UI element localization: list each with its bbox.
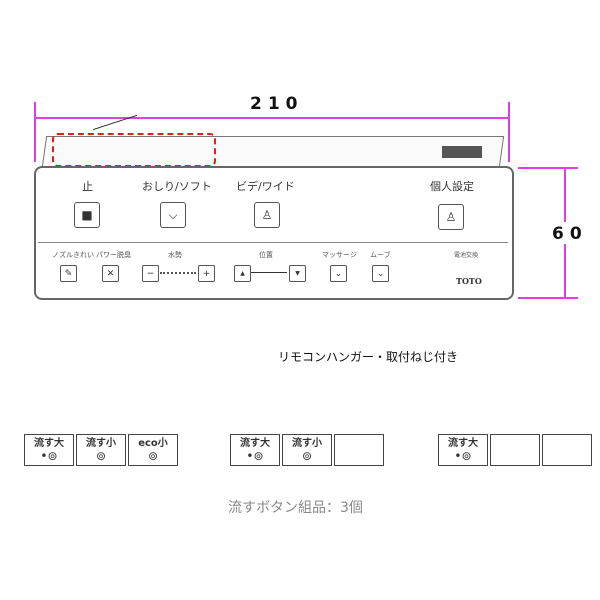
width-ext-right bbox=[508, 102, 510, 162]
battery-window bbox=[442, 146, 482, 158]
massage-label: マッサージ bbox=[322, 251, 357, 259]
massage-icon: ⌄ bbox=[334, 268, 343, 279]
nozzle-label: ノズルきれい bbox=[52, 251, 94, 259]
massage-button[interactable]: ⌄ bbox=[330, 265, 347, 282]
nozzle-clean-button[interactable]: ✎ bbox=[60, 265, 77, 282]
swirl-icon: ⊚ bbox=[95, 449, 107, 463]
flush-button-blank bbox=[542, 434, 592, 466]
stop-button[interactable]: ■ bbox=[74, 202, 100, 228]
position-up-button[interactable]: ▲ bbox=[234, 265, 251, 282]
flush-button-highlight bbox=[52, 133, 216, 167]
panel-divider bbox=[38, 242, 508, 243]
spray-icon: ⌵ bbox=[168, 207, 178, 222]
battery-label: 電池交換 bbox=[454, 252, 479, 259]
flush-set-2: 流す大•⊚ 流す小⊚ bbox=[230, 434, 384, 466]
move-label: ムーブ bbox=[370, 251, 391, 259]
hanger-note: リモコンハンガー・取付ねじ付き bbox=[278, 350, 459, 364]
flush-set-1: 流す大•⊚ 流す小⊚ eco小⊚ bbox=[24, 434, 178, 466]
flush-button-blank bbox=[334, 434, 384, 466]
oshiri-label: おしり/ソフト bbox=[142, 180, 212, 193]
flush-set-3: 流す大•⊚ bbox=[438, 434, 592, 466]
flush-button-blank bbox=[490, 434, 540, 466]
height-dimension: 60 bbox=[552, 224, 588, 244]
flush-button: eco小⊚ bbox=[128, 434, 178, 466]
flush-button: 流す小⊚ bbox=[282, 434, 332, 466]
remote-control bbox=[34, 166, 514, 300]
position-line bbox=[251, 272, 287, 273]
brand-logo: TOTO bbox=[456, 276, 482, 286]
person-icon: ♙ bbox=[445, 210, 457, 224]
flush-caption: 流すボタン組品：3個 bbox=[228, 500, 363, 516]
nozzle-icon: ✎ bbox=[64, 268, 73, 279]
height-dimension-bg bbox=[550, 222, 590, 244]
flush-button: 流す大•⊚ bbox=[24, 434, 74, 466]
swirl-icon: •⊚ bbox=[40, 449, 58, 463]
swirl-icon: ⊚ bbox=[301, 449, 313, 463]
width-ext-left bbox=[34, 102, 36, 162]
swirl-icon: •⊚ bbox=[454, 449, 472, 463]
flush-label: 流す小 bbox=[86, 438, 116, 449]
bidet-icon: ♙ bbox=[261, 208, 273, 222]
position-label: 位置 bbox=[259, 251, 273, 259]
pressure-level-dots bbox=[160, 272, 196, 274]
stop-label: 止 bbox=[82, 180, 93, 193]
deodorize-button[interactable]: ✕ bbox=[102, 265, 119, 282]
pressure-minus-button[interactable]: − bbox=[142, 265, 159, 282]
oshiri-button[interactable]: ⌵ bbox=[160, 202, 186, 228]
height-ext-bottom bbox=[518, 297, 578, 299]
pressure-plus-button[interactable]: + bbox=[198, 265, 215, 282]
personal-button[interactable]: ♙ bbox=[438, 204, 464, 230]
flush-label: 流す大 bbox=[448, 438, 478, 449]
width-dimension: 210 bbox=[250, 94, 304, 114]
width-dimension-line bbox=[34, 117, 510, 119]
flush-button: 流す大•⊚ bbox=[438, 434, 488, 466]
swirl-icon: •⊚ bbox=[246, 449, 264, 463]
bidet-button[interactable]: ♙ bbox=[254, 202, 280, 228]
move-icon: ⌄ bbox=[376, 268, 385, 279]
flush-label: 流す大 bbox=[34, 438, 64, 449]
stop-icon: ■ bbox=[81, 208, 93, 222]
pressure-label: 水勢 bbox=[168, 251, 182, 259]
bidet-label: ビデ/ワイド bbox=[236, 180, 295, 193]
fan-icon: ✕ bbox=[106, 268, 115, 279]
flush-label: eco小 bbox=[138, 438, 168, 449]
swirl-icon: ⊚ bbox=[147, 449, 159, 463]
deodor-label: パワー脱臭 bbox=[96, 251, 131, 259]
flush-button: 流す小⊚ bbox=[76, 434, 126, 466]
height-ext-top bbox=[518, 167, 578, 169]
personal-label: 個人設定 bbox=[430, 180, 474, 193]
flush-label: 流す大 bbox=[240, 438, 270, 449]
move-button[interactable]: ⌄ bbox=[372, 265, 389, 282]
flush-button: 流す大•⊚ bbox=[230, 434, 280, 466]
position-down-button[interactable]: ▼ bbox=[289, 265, 306, 282]
flush-label: 流す小 bbox=[292, 438, 322, 449]
